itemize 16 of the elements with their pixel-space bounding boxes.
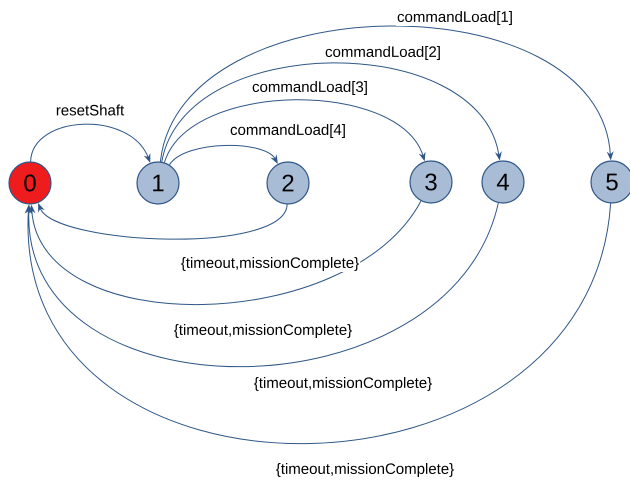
edge-label: commandLoad[4] <box>229 123 347 139</box>
edge-label: {timeout,missionComplete} <box>172 323 354 339</box>
arrow <box>164 99 426 163</box>
edge-label: {timeout,missionComplete} <box>252 376 434 392</box>
edge-label: commandLoad[3] <box>251 80 369 96</box>
arrow <box>169 144 278 166</box>
arrow <box>25 202 499 368</box>
arrow <box>28 200 422 306</box>
arrow <box>160 26 614 162</box>
edge-label: {timeout,missionComplete} <box>180 256 360 272</box>
arrow <box>24 203 612 444</box>
arrow <box>161 62 502 162</box>
edge-label: commandLoad[2] <box>324 45 442 61</box>
edge-label: {timeout,missionComplete} <box>274 462 456 478</box>
edge-label: resetShaft <box>54 104 126 116</box>
edge-label: commandLoad[1] <box>396 10 514 26</box>
